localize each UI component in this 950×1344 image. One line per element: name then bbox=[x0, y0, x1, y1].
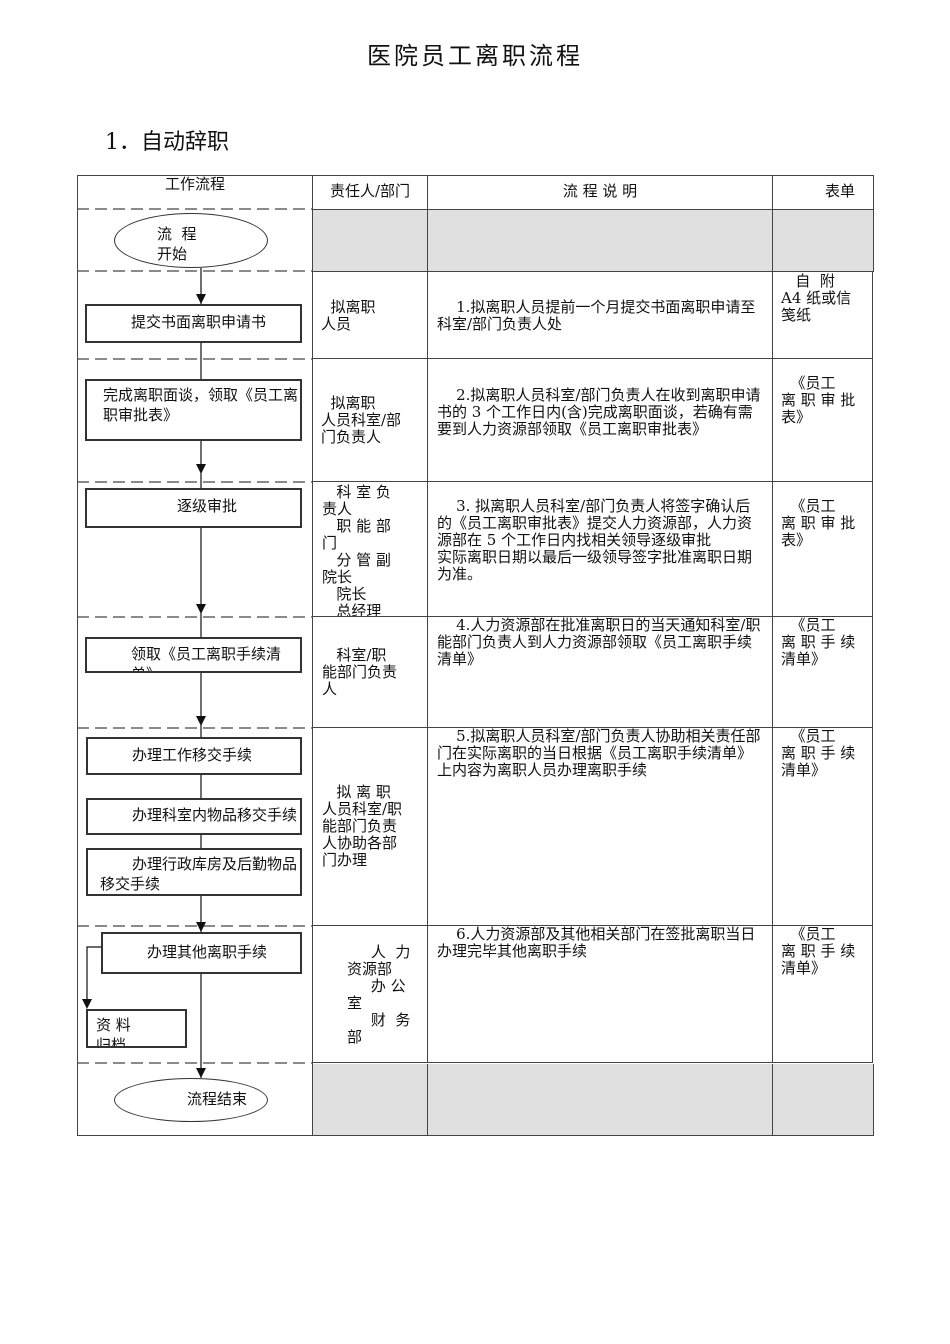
step-approval: 逐级审批 bbox=[85, 488, 302, 528]
end-desc-cell bbox=[428, 1064, 773, 1136]
row1-desc: 1.拟离职人员提前一个月提交书面离职申请至科室/部门负责人处 bbox=[428, 271, 773, 359]
row2-owner: 拟离职 人员科室/部 门负责人 bbox=[312, 359, 428, 482]
step-submit-resignation: 提交书面离职申请书 bbox=[85, 304, 302, 343]
row-dividers bbox=[77, 208, 312, 1064]
end-form-cell bbox=[773, 1064, 874, 1136]
end-node: 流程结束 bbox=[114, 1078, 268, 1122]
step-archive: 资 料 归档 bbox=[86, 1009, 187, 1048]
process-table: 工作流程 责任人/部门 流 程 说 明 表单 bbox=[77, 175, 874, 1136]
start-node: 流 程 开始 bbox=[114, 213, 268, 268]
step-warehouse-items-handover: 办理行政库房及后勤物品移交手续 bbox=[86, 848, 302, 896]
row2-form: 《员工 离 职 审 批 表》 bbox=[773, 359, 873, 482]
row1-form: 自 附 A4 纸或信笺纸 bbox=[773, 271, 873, 359]
end-owner-cell bbox=[313, 1064, 428, 1136]
row3-desc: 3. 拟离职人员科室/部门负责人将签字确认后的《员工离职审批表》提交人力资源部，… bbox=[428, 482, 773, 617]
start-owner-cell bbox=[313, 210, 428, 272]
archive-branch-line bbox=[86, 946, 101, 1000]
step-dept-items-handover: 办理科室内物品移交手续 bbox=[86, 798, 302, 835]
row6-desc: 6.人力资源部及其他相关部门在签批离职当日办理完毕其他离职手续 bbox=[428, 926, 773, 1063]
header-owner: 责任人/部门 bbox=[313, 176, 428, 210]
row5-desc: 5.拟离职人员科室/部门负责人协助相关责任部门在实际离职的当日根据《员工离职手续… bbox=[428, 728, 773, 926]
header-description: 流 程 说 明 bbox=[428, 176, 773, 210]
arrow-heads bbox=[82, 294, 206, 1078]
row6-form: 《员工 离 职 手 续 清单》 bbox=[773, 926, 873, 1063]
start-desc-cell bbox=[428, 210, 773, 272]
step-work-handover: 办理工作移交手续 bbox=[86, 737, 302, 775]
row5-owner: 拟 离 职 人员科室/职 能部门负责 人协助各部 门办理 bbox=[312, 728, 428, 926]
document-title: 医院员工离职流程 bbox=[367, 42, 583, 70]
row3-owner: 科 室 负 责人 职 能 部 门 分 管 副 院长 院长 总经理 bbox=[312, 482, 428, 617]
start-form-cell bbox=[773, 210, 874, 272]
step-get-checklist: 领取《员工离职手续清单》 bbox=[85, 637, 302, 673]
row6-owner: 人 力 资源部 办 公 室 财 务 部 bbox=[312, 926, 428, 1063]
row5-form: 《员工 离 职 手 续 清单》 bbox=[773, 728, 873, 926]
row4-form: 《员工 离 职 手 续 清单》 bbox=[773, 617, 873, 728]
header-form: 表单 bbox=[773, 176, 874, 210]
header-workflow: 工作流程 bbox=[78, 176, 313, 210]
row3-form: 《员工 离 职 审 批 表》 bbox=[773, 482, 873, 617]
row4-owner: 科室/职 能部门负责 人 bbox=[312, 617, 428, 728]
section-heading: 1．自动辞职 bbox=[105, 130, 229, 155]
row4-desc: 4.人力资源部在批准离职日的当天通知科室/职能部门负责人到人力资源部领取《员工离… bbox=[428, 617, 773, 728]
row1-owner: 拟离职 人员 bbox=[312, 271, 428, 359]
row2-desc: 2.拟离职人员科室/部门负责人在收到离职申请书的 3 个工作日内(含)完成离职面… bbox=[428, 359, 773, 482]
step-other-procedures: 办理其他离职手续 bbox=[101, 932, 302, 974]
step-exit-interview: 完成离职面谈，领取《员工离职审批表》 bbox=[85, 379, 302, 441]
